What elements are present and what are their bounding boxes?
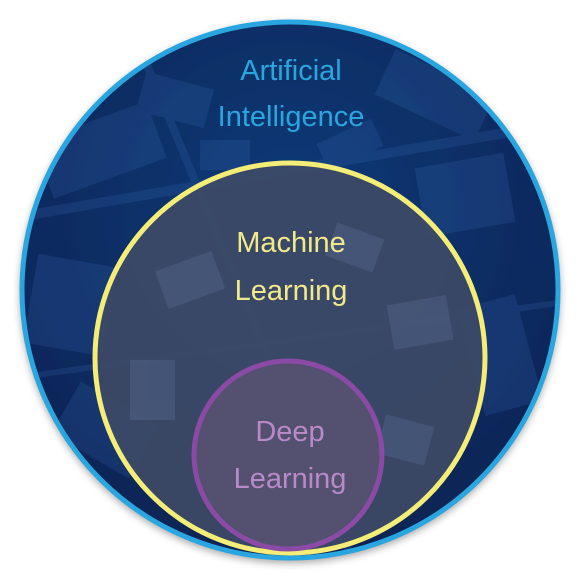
dl-circle [193, 360, 383, 550]
ml-circle [93, 161, 487, 555]
dl-label-line2: Learning [234, 463, 347, 495]
ai-ring [19, 19, 561, 561]
ai-label-line2: Intelligence [218, 101, 365, 133]
ml-texture [130, 222, 454, 466]
middle-circle-group [92, 160, 488, 556]
ml-ring [92, 160, 488, 556]
inner-circle-group [191, 358, 385, 552]
ai-label-line1: Artificial [240, 55, 342, 87]
dl-label-line1: Deep [255, 416, 324, 448]
dl-ring [191, 358, 385, 552]
ml-label-line2: Learning [235, 275, 348, 307]
ml-label-line1: Machine [236, 227, 346, 259]
